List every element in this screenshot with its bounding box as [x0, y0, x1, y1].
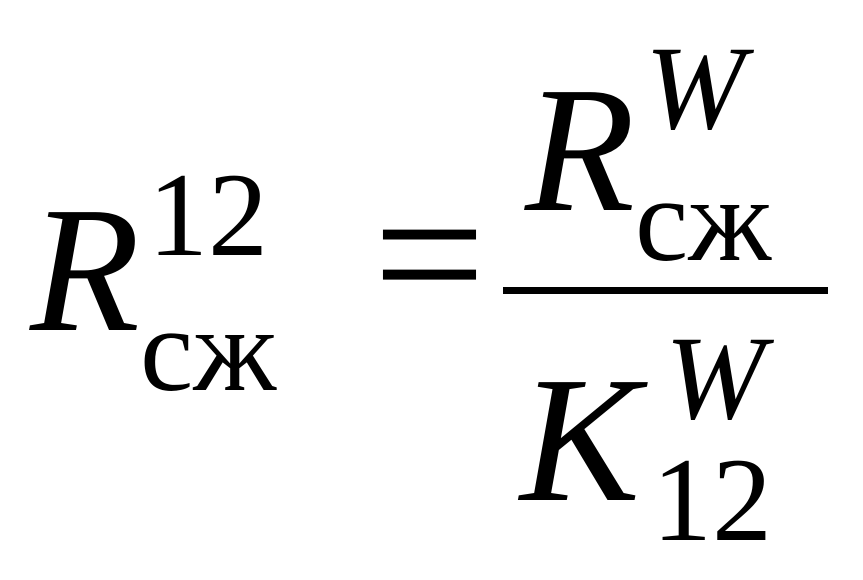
numerator-superscript: W [645, 21, 745, 154]
denominator-symbol: K [520, 340, 641, 539]
lhs-subscript: сж [140, 283, 277, 416]
denominator-superscript: W [665, 311, 765, 444]
lhs-symbol: R [30, 170, 140, 369]
denominator-subscript: 12 [652, 433, 772, 566]
lhs-superscript: 12 [148, 148, 268, 281]
equals-sign: = [373, 144, 486, 365]
fraction-bar [503, 287, 828, 294]
numerator-subscript: сж [635, 153, 772, 286]
numerator-symbol: R [525, 50, 635, 249]
